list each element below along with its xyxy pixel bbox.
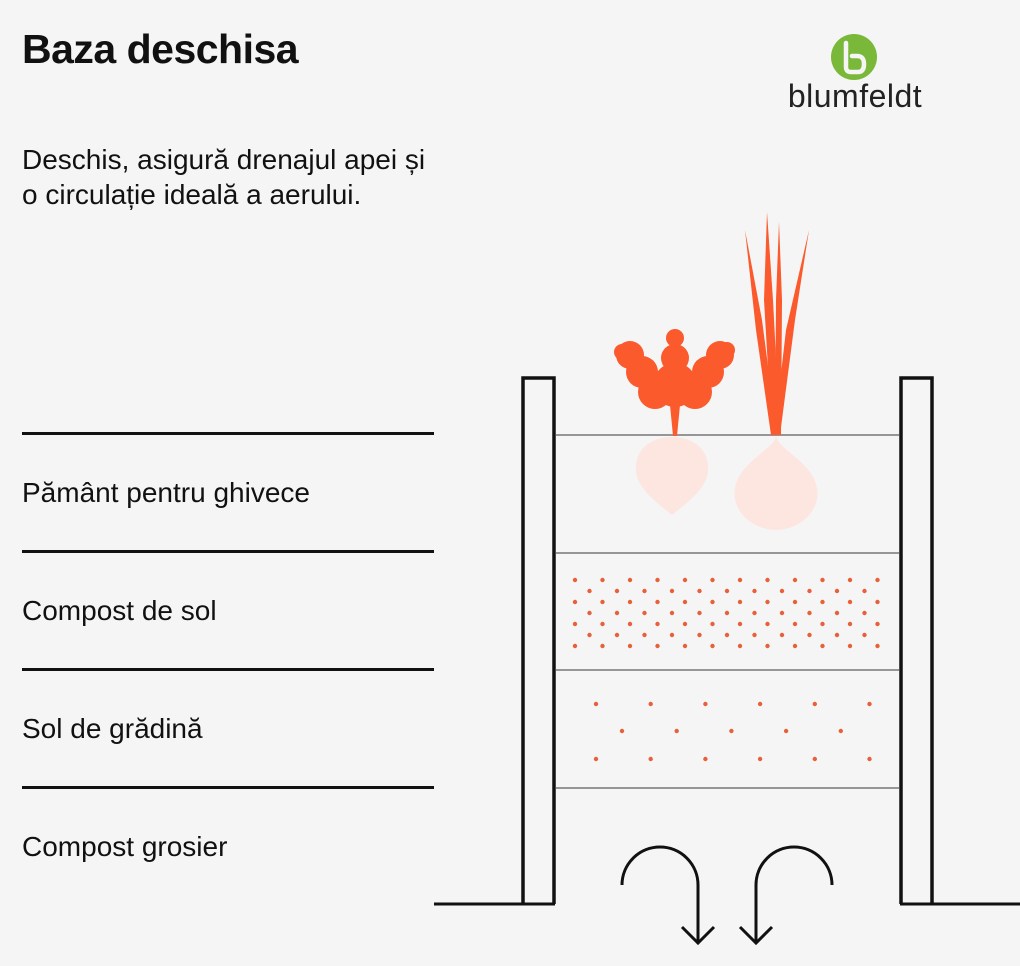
beetroot-root (635, 437, 709, 515)
layer-item: Sol de grădină (22, 671, 434, 786)
layer-item: Compost grosier (22, 789, 434, 904)
divider (22, 432, 434, 435)
drainage-arrow-down-icon (738, 845, 834, 946)
garden-soil-dots (593, 701, 872, 762)
compost-dots (572, 577, 880, 649)
layer-lines (556, 434, 899, 789)
onion-icon (745, 212, 809, 435)
bed-wall-left (521, 376, 556, 904)
layer-legend: Pământ pentru ghivece Compost de sol Sol… (22, 432, 434, 904)
layer-item: Compost de sol (22, 553, 434, 668)
layer-label: Compost grosier (22, 830, 228, 862)
divider (22, 550, 434, 553)
beetroot-icon (614, 329, 735, 436)
layer-label: Sol de grădină (22, 712, 203, 744)
divider (22, 786, 434, 789)
layer-item: Pământ pentru ghivece (22, 435, 434, 550)
page-title: Baza deschisa (22, 26, 299, 72)
layer-label: Compost de sol (22, 594, 217, 626)
brand-name: blumfeldt (787, 78, 923, 114)
onion-bulb (734, 437, 818, 530)
layer-label: Pământ pentru ghivece (22, 476, 310, 508)
description: Deschis, asigură drenajul apei și o circ… (22, 144, 426, 210)
bed-wall-right (899, 376, 934, 904)
b-leaf-circle-icon (831, 34, 877, 80)
drainage-arrow-down-icon (620, 845, 716, 946)
divider (22, 668, 434, 671)
brand-logo: blumfeldt (770, 30, 940, 120)
